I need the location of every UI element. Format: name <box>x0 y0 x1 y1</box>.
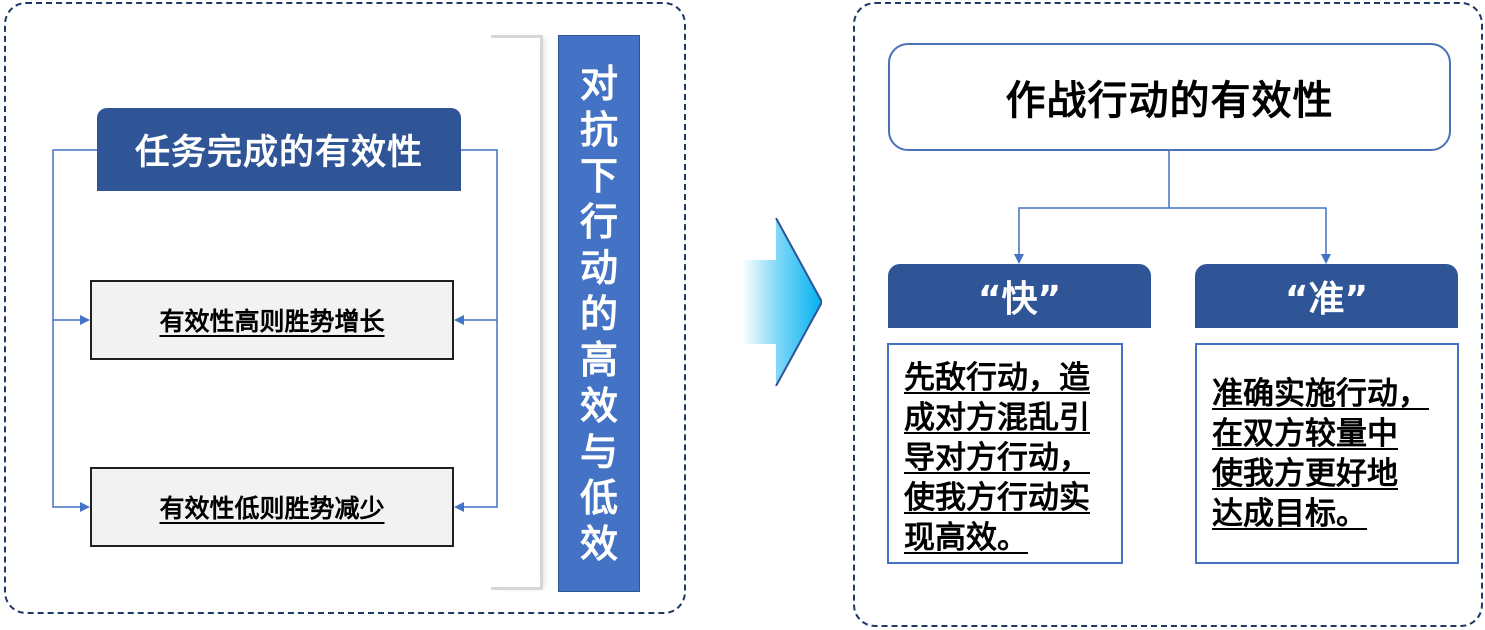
vertical-char: 高 <box>579 337 618 382</box>
bracket <box>491 35 543 590</box>
precise-tag: “准” <box>1195 264 1458 328</box>
connector-left <box>52 149 97 325</box>
vertical-char: 下 <box>579 153 618 198</box>
fast-line: 现高效。 <box>904 520 1028 556</box>
fast-line: 导对方行动， <box>904 440 1090 476</box>
vertical-char: 行 <box>579 199 618 244</box>
fast-line: 先敌行动，造 <box>904 360 1090 396</box>
vertical-char: 效 <box>579 383 618 428</box>
low-effectiveness-label: 有效性低则胜势减少 <box>159 494 385 523</box>
precise-description: 准确实施行动， 在双方较量中 使我方更好地 达成目标。 <box>1195 343 1459 564</box>
right-panel <box>853 2 1483 627</box>
fast-description: 先敌行动，造 成对方混乱引 导对方行动， 使我方行动实 现高效。 <box>887 343 1123 564</box>
low-effectiveness-box: 有效性低则胜势减少 <box>90 467 454 547</box>
connector-tree-precise <box>1169 207 1331 264</box>
high-effectiveness-box: 有效性高则胜势增长 <box>90 280 454 360</box>
precise-line: 达成目标。 <box>1212 496 1367 532</box>
fast-line: 成对方混乱引 <box>904 400 1090 436</box>
connector-right-low <box>454 320 498 512</box>
precise-line: 在双方较量中 <box>1212 416 1398 452</box>
vertical-char: 动 <box>579 245 618 290</box>
vertical-char: 效 <box>579 521 618 566</box>
combat-effectiveness-title: 作战行动的有效性 <box>888 43 1451 151</box>
connector-left-low <box>52 320 90 512</box>
precise-line: 使我方更好地 <box>1212 456 1398 492</box>
vertical-char: 的 <box>579 291 618 336</box>
connector-right <box>454 149 498 325</box>
vertical-char: 对 <box>579 61 618 106</box>
connector-tree-fast <box>1014 207 1169 264</box>
left-panel <box>4 2 686 614</box>
fast-tag: “快” <box>888 264 1151 328</box>
high-effectiveness-label: 有效性高则胜势增长 <box>159 307 385 336</box>
vertical-char: 抗 <box>579 107 618 152</box>
precise-line: 准确实施行动， <box>1212 376 1429 412</box>
fast-line: 使我方行动实 <box>904 480 1090 516</box>
right-arrow-icon <box>742 218 822 386</box>
task-title: 任务完成的有效性 <box>97 108 461 191</box>
vertical-char: 与 <box>579 429 618 474</box>
vertical-char: 低 <box>579 475 618 520</box>
vertical-title-bar: 对 抗 下 行 动 的 高 效 与 低 效 <box>558 35 640 592</box>
